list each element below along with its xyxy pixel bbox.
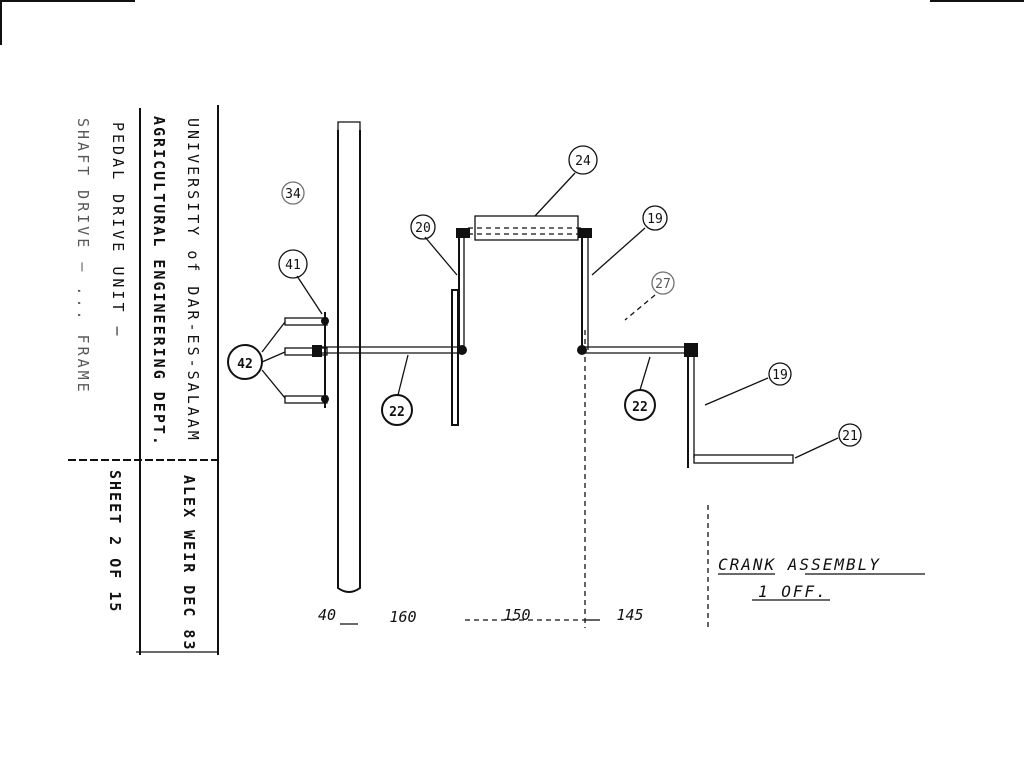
sheet-number: SHEET 2 OF 15 — [106, 470, 124, 613]
svg-text:21: 21 — [842, 429, 858, 444]
pedal-crank — [687, 350, 794, 468]
sheet-edge-marks — [0, 0, 1024, 45]
balloon-22-left: 22 — [381, 394, 413, 426]
balloon-42: 42 — [227, 344, 263, 380]
pin-assembly — [284, 312, 329, 408]
balloon-20: 20 — [410, 214, 436, 240]
crank-web-right — [577, 228, 592, 355]
shaft-right — [585, 343, 698, 357]
sprocket-disc — [451, 289, 459, 426]
leader-lines — [261, 172, 839, 459]
balloon-22-right: 22 — [624, 389, 656, 421]
svg-text:41: 41 — [285, 258, 301, 273]
dimension-40: 40 — [318, 606, 336, 624]
crank-web-left — [456, 228, 470, 350]
dimension-145: 145 — [616, 606, 643, 624]
title-block: UNIVERSITY of DAR-ES-SALAAM AGRICULTURAL… — [68, 105, 219, 655]
frame-tube — [337, 121, 361, 593]
drawing-title: PEDAL DRIVE UNIT — — [109, 122, 127, 339]
balloon-19-lower: 19 — [768, 362, 792, 386]
balloon-24: 24 — [568, 145, 598, 175]
crank-pin — [468, 215, 585, 241]
assembly-note: CRANK ASSEMBLY 1 OFF. — [718, 555, 925, 601]
dimension-lines — [340, 330, 709, 628]
shaft-left — [322, 345, 467, 355]
svg-text:19: 19 — [647, 212, 663, 227]
dimension-160: 160 — [389, 608, 416, 626]
svg-text:22: 22 — [632, 400, 648, 415]
balloon-41: 41 — [278, 249, 308, 279]
svg-text:24: 24 — [575, 154, 591, 169]
svg-text:42: 42 — [237, 357, 253, 372]
balloon-34: 34 — [281, 181, 305, 205]
balloon-19-upper: 19 — [642, 205, 668, 231]
dimension-150: 150 — [503, 606, 530, 624]
note-quantity: 1 OFF. — [758, 582, 828, 601]
svg-text:22: 22 — [389, 405, 405, 420]
svg-text:20: 20 — [415, 221, 431, 236]
note-title: CRANK ASSEMBLY — [718, 555, 881, 574]
balloon-27: 27 — [651, 271, 675, 295]
drawing-subtitle: SHAFT DRIVE — ... FRAME — [74, 118, 92, 395]
author-date: ALEX WEIR DEC 83 — [180, 475, 198, 652]
department-name: AGRICULTURAL ENGINEERING DEPT. — [150, 116, 168, 447]
svg-text:27: 27 — [655, 277, 671, 292]
svg-text:34: 34 — [285, 187, 301, 202]
balloon-21: 21 — [838, 423, 862, 447]
svg-text:19: 19 — [772, 368, 788, 383]
university-name: UNIVERSITY of DAR-ES-SALAAM — [184, 118, 202, 443]
